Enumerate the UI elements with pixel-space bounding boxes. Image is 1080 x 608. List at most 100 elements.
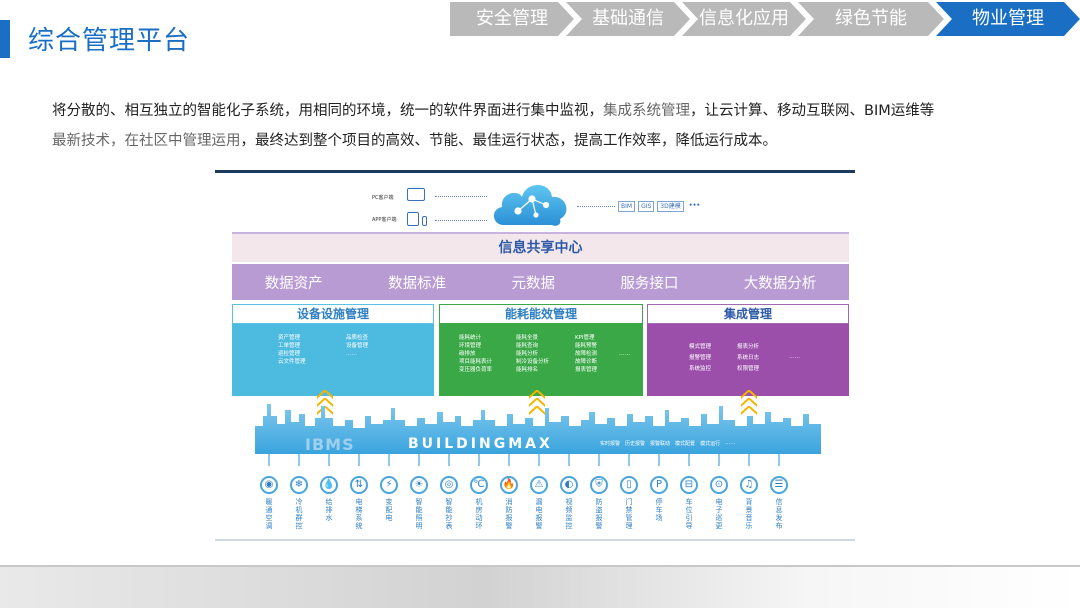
list-item: 能耗全景 [516, 335, 539, 341]
integration-col3: …… [789, 353, 800, 361]
metadata: 元数据 [511, 275, 555, 292]
subsystem-item: ⚠ 漏电报警 [529, 476, 549, 530]
subsystem-label: 电梯系统 [355, 498, 363, 530]
page-title: 综合管理平台 [28, 26, 191, 56]
cloud-chip-link [577, 206, 615, 207]
subsystem-icon: ⊟ [680, 476, 698, 494]
list-item: 能耗查询 [516, 343, 539, 349]
list-item: 工单管理 [278, 343, 301, 349]
subsystem-icon: ⚠ [530, 476, 548, 494]
list-item: 品质检查 [346, 335, 369, 341]
subsystem-label: 门禁管理 [625, 498, 633, 530]
chip-bim: BIM [618, 201, 636, 212]
subsystem-icon: ▯ [620, 476, 638, 494]
architecture-diagram: PC客户端 APP客户端 BIM GIS 3D建模 ••• 信息共享中心 [215, 170, 855, 542]
subsystem-label: 信息发布 [775, 498, 783, 530]
up-chevron-icon [529, 390, 545, 415]
chip-more: ••• [688, 202, 701, 209]
chip-gis: GIS [638, 201, 655, 212]
list-item: 能耗预警 [575, 343, 598, 349]
panel-facility-management: 设备设施管理 资产管理 工单管理 巡检管理 云文件管理 品质检查 设备管理 …… [232, 304, 434, 396]
subsystem-icon: ◉ [260, 476, 278, 494]
list-item: 巡检管理 [278, 351, 301, 357]
desc-line1-a: 将分散的、相互独立的智能化子系统，用相同的环境，统一的软件界面进行集中监视， [52, 103, 603, 119]
list-item: 能耗排名 [516, 367, 539, 373]
subsystem-label: 电子巡更 [715, 498, 723, 530]
subsystem-icon: P [650, 476, 668, 494]
list-item: 模式配置 [675, 441, 696, 447]
list-item: 历史报警 [625, 441, 646, 447]
integration-col2: 报表分析 系统日志 权限管理 [737, 342, 759, 375]
subsystem-item: ❄ 冷机群控 [289, 476, 309, 530]
tab-green-energy[interactable]: 绿色节能 [798, 2, 944, 36]
subsystem-icon: ⚡ [380, 476, 398, 494]
list-item: 制冷设备分析 [516, 359, 550, 365]
list-item: 实时报警 [600, 441, 621, 447]
subsystem-item: ⚡ 变配电 [379, 476, 399, 522]
facility-col1: 资产管理 工单管理 巡检管理 云文件管理 [278, 334, 306, 366]
integration-col1: 模式管理 报警管理 系统监控 [689, 342, 711, 375]
cloud-icon [493, 185, 567, 226]
subsystem-label: 暖通空调 [265, 498, 273, 530]
subsystem-item: 💧 给排水 [319, 476, 339, 522]
subsystem-label: 变配电 [385, 498, 393, 522]
title-accent-bar [0, 20, 10, 58]
subsystem-icon: 💧 [320, 476, 338, 494]
subsystem-icon: ⊙ [710, 476, 728, 494]
list-item: 环境管理 [459, 343, 482, 349]
desc-line2-c: ，最终达到整个项目的高效、节能、最佳运行状态，提高工作效率，降低运行成本。 [240, 133, 778, 149]
list-item: 系统日志 [737, 355, 760, 361]
list-item: …… [725, 440, 736, 446]
list-item: 模式运行 [700, 441, 721, 447]
tab-security[interactable]: 安全管理 [450, 2, 574, 36]
tab-communication[interactable]: 基础通信 [566, 2, 690, 36]
pc-client-label: PC客户端 [372, 195, 394, 201]
list-item: 设备管理 [346, 343, 369, 349]
desc-line1-c: ，让云计算、移动互联网、BIM运维等 [690, 103, 935, 119]
desc-line1-b: 集成系统管理 [603, 103, 690, 119]
desc-line2-b: 在社区中管理运用 [124, 133, 241, 149]
panel-integration-title: 集成管理 [647, 304, 849, 324]
subsystem-label: 消防报警 [505, 498, 513, 530]
tab-informatization[interactable]: 信息化应用 [682, 2, 806, 36]
subsystem-icon: ◎ [440, 476, 458, 494]
subsystem-label: 给排水 [325, 498, 333, 522]
subsystem-icon: 🔥 [500, 476, 518, 494]
list-item: 项目能耗表计 [459, 359, 493, 365]
list-item: KPI管理 [575, 335, 595, 341]
subsystem-icon: ◐ [560, 476, 578, 494]
energy-col3: KPI管理 能耗预警 故障检测 故障诊断 报表管理 [575, 334, 597, 374]
subsystem-icon: ⇅ [350, 476, 368, 494]
service-interface: 服务接口 [620, 275, 679, 292]
phone-icon [422, 216, 427, 226]
subsystem-item: ⇅ 电梯系统 [349, 476, 369, 530]
subsystem-icon: ❄ [290, 476, 308, 494]
list-item: …… [619, 351, 630, 357]
pc-link-line [435, 196, 487, 197]
subsystem-icon: ☰ [770, 476, 788, 494]
tab-property-management[interactable]: 物业管理 [936, 2, 1080, 36]
tech-chips: BIM GIS 3D建模 ••• [618, 201, 702, 212]
subsystem-item: ⛨防盗报警 [589, 476, 609, 530]
subsystem-item: ⊙ 电子巡更 [709, 476, 729, 530]
list-item: 模式管理 [689, 344, 712, 350]
description-text: 将分散的、相互独立的智能化子系统，用相同的环境，统一的软件界面进行集中监视，集成… [52, 96, 1042, 156]
list-item: 报警管理 [689, 355, 712, 361]
panel-energy-title: 能耗能效管理 [439, 304, 643, 324]
list-item: 变压器负荷率 [459, 367, 493, 373]
list-item: 能耗分析 [516, 351, 539, 357]
list-item: …… [789, 354, 800, 360]
big-data-analysis: 大数据分析 [743, 275, 817, 292]
subsystem-label: 智能抄表 [445, 498, 453, 530]
monitor-icon [407, 188, 425, 201]
subsystem-label: 视频监控 [565, 498, 573, 530]
subsystem-icon: ☀ [410, 476, 428, 494]
subsystem-item: ♫背景音乐 [739, 476, 759, 530]
subsystem-label: 智能照明 [415, 498, 423, 530]
subsystem-item: ▯ 门禁管理 [619, 476, 639, 530]
subsystem-label: 漏电报警 [535, 498, 543, 530]
subsystem-label: 冷机群控 [295, 498, 303, 530]
list-item: …… [346, 351, 357, 357]
list-item: 资产管理 [278, 335, 301, 341]
